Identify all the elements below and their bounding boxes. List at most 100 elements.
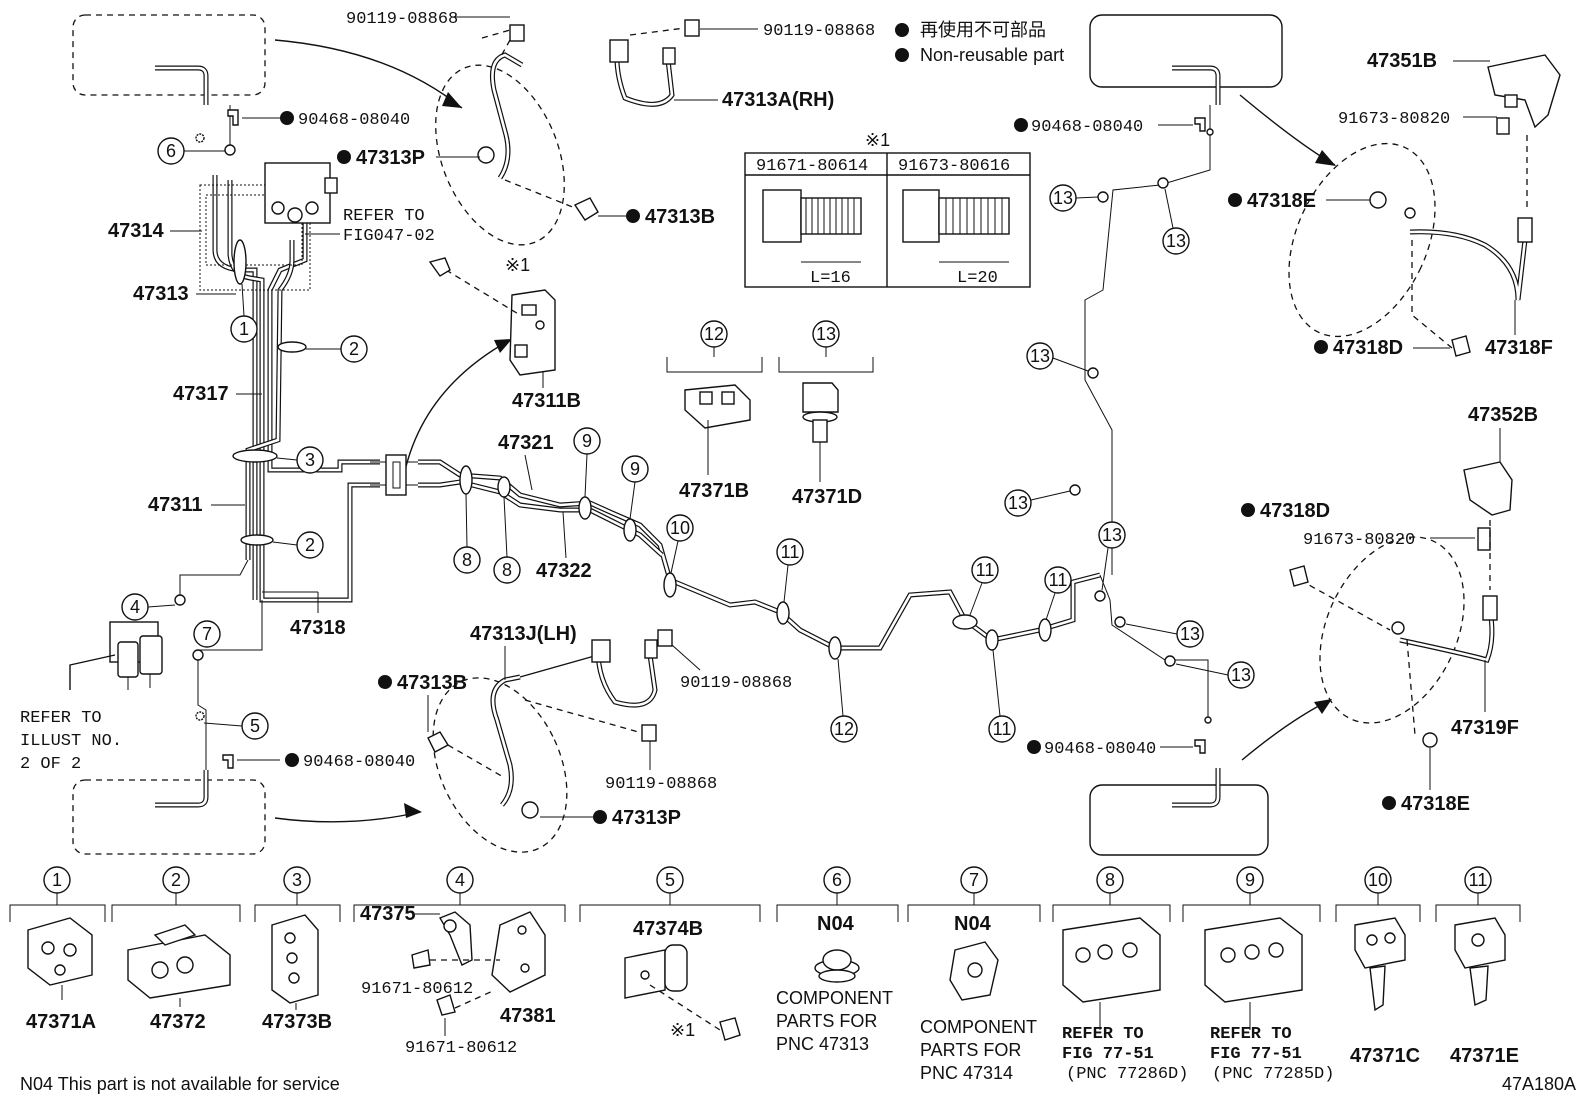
clamp-47371A-label[interactable]: 47371A	[26, 1011, 96, 1033]
svg-text:13: 13	[1180, 624, 1200, 644]
hose-47318F	[1288, 54, 1561, 357]
callout-12a[interactable]: 12	[830, 715, 858, 743]
callout-9b[interactable]: 9	[621, 455, 649, 483]
label-90468-br[interactable]: 90468-08040	[1044, 740, 1156, 759]
callout-7[interactable]: 7	[193, 620, 221, 648]
clamp-91671-a-label[interactable]: 91671-80612	[361, 980, 473, 999]
legend-callout-10[interactable]: 10	[1364, 866, 1392, 894]
clamp-47372-label[interactable]: 47372	[150, 1011, 206, 1033]
callout-8b[interactable]: 8	[493, 556, 521, 584]
callout-13d[interactable]: 13	[1026, 342, 1054, 370]
label-47311[interactable]: 47311	[148, 494, 203, 516]
label-90119-a[interactable]: 90119-08868	[346, 10, 458, 29]
clamp-47371E-drawing	[1454, 917, 1506, 1007]
label-47313B-bot[interactable]: 47313B	[397, 672, 467, 694]
label-91673-a[interactable]: 91673-80820	[1338, 110, 1450, 129]
legend-callout-5[interactable]: 5	[656, 866, 684, 894]
callout-2a[interactable]: 2	[340, 335, 368, 363]
label-47313P-bot[interactable]: 47313P	[612, 807, 681, 829]
clamp-9-note-3: (PNC 77285D)	[1212, 1065, 1334, 1084]
clamp-7-note-2: PARTS FOR	[920, 1040, 1021, 1060]
clamp-7-code: N04	[954, 913, 992, 935]
refer-illust-line3: 2 OF 2	[20, 755, 81, 774]
callout-13g[interactable]: 13	[1176, 620, 1204, 648]
callout-11d[interactable]: 11	[1044, 566, 1072, 594]
callout-8a[interactable]: 8	[453, 546, 481, 574]
label-47318D-top[interactable]: 47318D	[1333, 337, 1403, 359]
callout-11c[interactable]: 11	[988, 715, 1016, 743]
legend-callout-8[interactable]: 8	[1096, 866, 1124, 894]
label-90119-d[interactable]: 90119-08868	[605, 775, 717, 794]
label-47318E-bot[interactable]: 47318E	[1401, 793, 1470, 815]
label-47317[interactable]: 47317	[173, 383, 229, 405]
callout-13b[interactable]: 13	[1049, 184, 1077, 212]
label-47319F[interactable]: 47319F	[1451, 717, 1519, 739]
clamp-91671-b-label[interactable]: 91671-80612	[405, 1039, 517, 1058]
legend-callout-2[interactable]: 2	[162, 866, 190, 894]
label-90119-c[interactable]: 90119-08868	[680, 674, 792, 693]
label-47313B-top[interactable]: 47313B	[645, 206, 715, 228]
label-47313A[interactable]: 47313A(RH)	[722, 89, 834, 111]
callout-1[interactable]: 1	[230, 315, 258, 343]
label-47318F[interactable]: 47318F	[1485, 337, 1553, 359]
label-47313[interactable]: 47313	[133, 283, 189, 305]
clamp-47374B-label[interactable]: 47374B	[633, 918, 703, 940]
label-90468-tl[interactable]: 90468-08040	[298, 111, 410, 130]
detail-47371D	[778, 357, 874, 482]
label-47318D-bot[interactable]: 47318D	[1260, 500, 1330, 522]
hose-47319F	[1289, 461, 1513, 748]
clamp-47373B-drawing	[271, 914, 319, 1010]
callout-11b[interactable]: 11	[971, 556, 999, 584]
legend-callout-1[interactable]: 1	[43, 866, 71, 894]
callout-2b[interactable]: 2	[296, 531, 324, 559]
label-47371B[interactable]: 47371B	[679, 480, 749, 502]
label-47352B[interactable]: 47352B	[1468, 404, 1538, 426]
callout-13f[interactable]: 13	[1098, 521, 1126, 549]
legend-callout-11[interactable]: 11	[1464, 866, 1492, 894]
legend-callout-4[interactable]: 4	[446, 866, 474, 894]
label-47311B[interactable]: 47311B	[512, 390, 581, 412]
label-90119-b[interactable]: 90119-08868	[763, 22, 875, 41]
callout-9a[interactable]: 9	[573, 427, 601, 455]
label-47321[interactable]: 47321	[498, 432, 554, 454]
bolt-length-2: L=20	[957, 269, 998, 288]
callout-12b[interactable]: 12	[700, 320, 728, 348]
callout-5[interactable]: 5	[241, 712, 269, 740]
svg-text:9: 9	[1245, 870, 1255, 890]
legend-callout-7[interactable]: 7	[960, 866, 988, 894]
svg-text:7: 7	[969, 870, 979, 890]
clamp-47371E-label[interactable]: 47371E	[1450, 1045, 1519, 1067]
label-90468-tr[interactable]: 90468-08040	[1031, 118, 1143, 137]
callout-13a[interactable]: 13	[812, 320, 840, 348]
label-47313P-top[interactable]: 47313P	[356, 147, 425, 169]
label-47314[interactable]: 47314	[108, 220, 164, 242]
legend-callout-3[interactable]: 3	[283, 866, 311, 894]
legend-callout-9[interactable]: 9	[1236, 866, 1264, 894]
label-91673-b[interactable]: 91673-80820	[1303, 531, 1415, 550]
label-47371D[interactable]: 47371D	[792, 486, 862, 508]
callout-13e[interactable]: 13	[1004, 489, 1032, 517]
callout-10[interactable]: 10	[666, 514, 694, 542]
callout-3[interactable]: 3	[296, 446, 324, 474]
label-47351B[interactable]: 47351B	[1367, 50, 1437, 72]
label-47318[interactable]: 47318	[290, 617, 346, 639]
label-90468-bl[interactable]: 90468-08040	[303, 753, 415, 772]
legend-callout-6[interactable]: 6	[823, 866, 851, 894]
callout-4[interactable]: 4	[121, 593, 149, 621]
label-47313J[interactable]: 47313J(LH)	[470, 623, 577, 645]
clamp-47375-label[interactable]: 47375	[360, 903, 416, 925]
callout-13c[interactable]: 13	[1162, 227, 1190, 255]
callout-6[interactable]: 6	[157, 137, 185, 165]
clamp-N04-6-drawing	[814, 949, 860, 983]
clamp-47381-label[interactable]: 47381	[500, 1005, 556, 1027]
svg-text:6: 6	[166, 141, 176, 161]
clamp-47371C-label[interactable]: 47371C	[1350, 1045, 1420, 1067]
refer-illust-line2: ILLUST NO.	[20, 732, 122, 751]
callout-13h[interactable]: 13	[1227, 661, 1255, 689]
union-connector	[370, 454, 418, 496]
callout-11a[interactable]: 11	[776, 538, 804, 566]
label-47318E-top[interactable]: 47318E	[1247, 190, 1316, 212]
label-47322[interactable]: 47322	[536, 560, 592, 582]
svg-text:13: 13	[816, 324, 836, 344]
clamp-47373B-label[interactable]: 47373B	[262, 1011, 332, 1033]
